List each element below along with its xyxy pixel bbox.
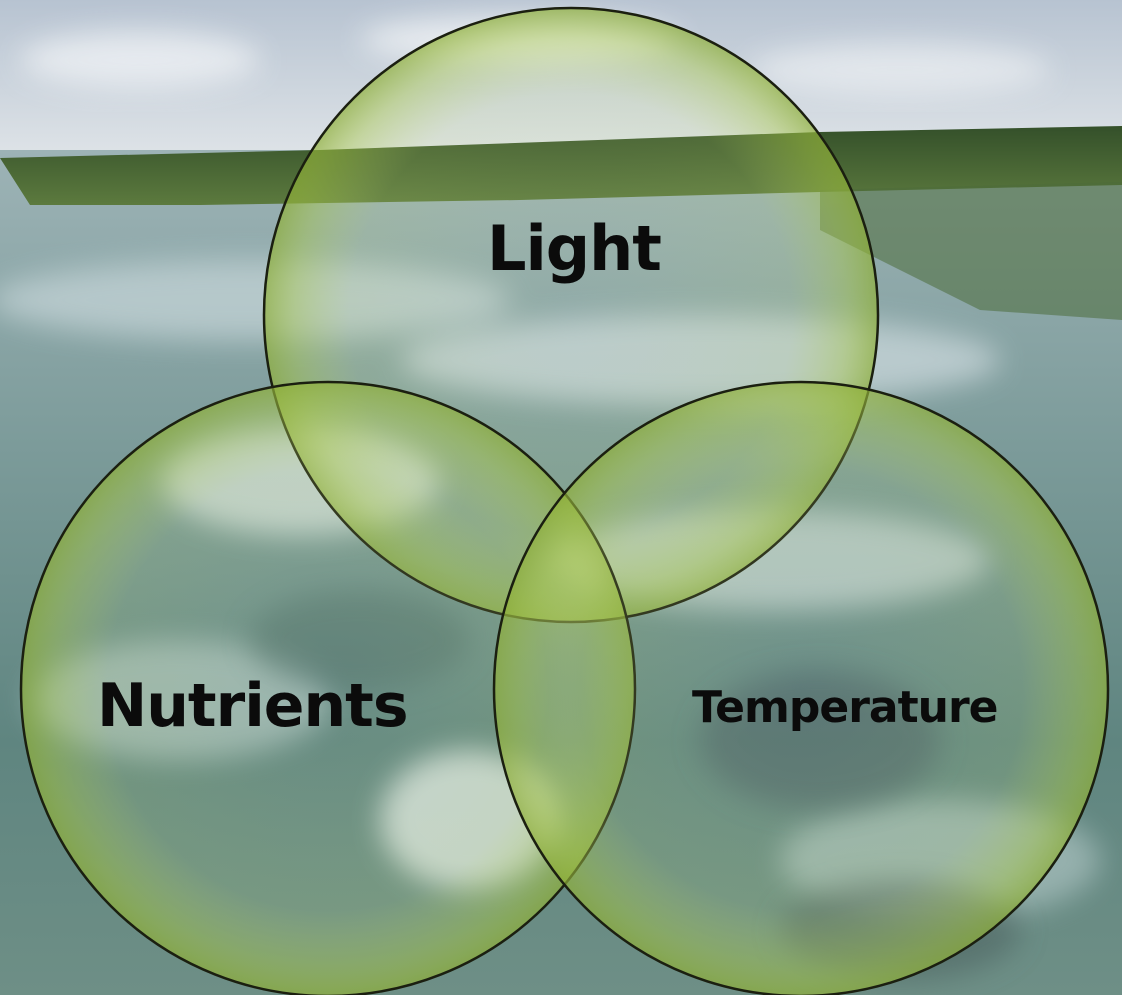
light-label: Light xyxy=(487,218,661,280)
temperature-label: Temperature xyxy=(692,686,998,730)
nutrients-label: Nutrients xyxy=(97,676,408,736)
